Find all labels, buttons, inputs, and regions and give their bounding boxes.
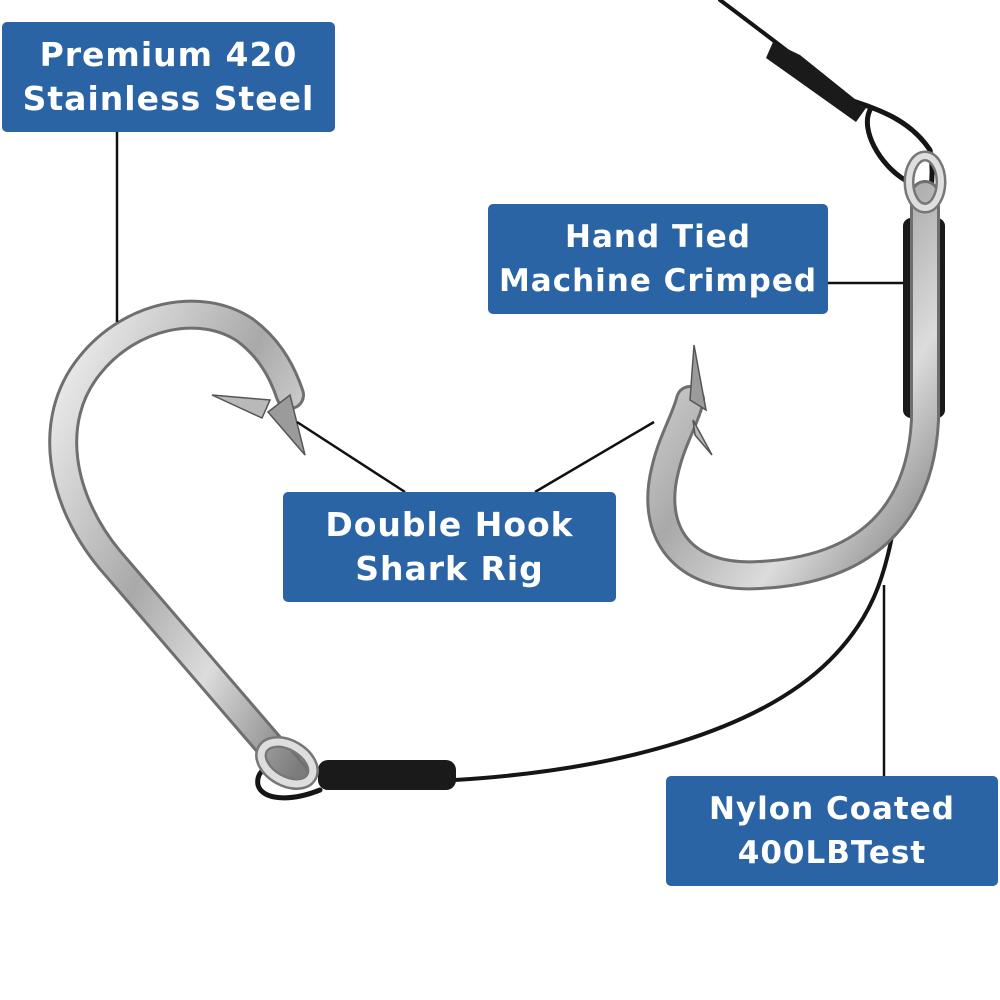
callout-line: 400LBTest [737, 835, 927, 871]
callout-line: Stainless Steel [22, 79, 315, 118]
callout-line: Nylon Coated [709, 791, 955, 827]
leader-line-double-right [534, 420, 655, 494]
callout-nylon-coated-test: Nylon Coated 400LBTest [666, 776, 998, 886]
crimp-sleeve-icon [318, 42, 945, 790]
callout-line: Machine Crimped [498, 263, 818, 299]
callout-premium-stainless-steel: Premium 420 Stainless Steel [2, 22, 335, 132]
callout-line: Double Hook [325, 505, 574, 544]
callout-line: Shark Rig [355, 549, 544, 588]
callout-double-hook-shark-rig: Double Hook Shark Rig [283, 492, 616, 602]
callout-line: Premium 420 [39, 35, 298, 74]
callout-hand-tied-crimped: Hand Tied Machine Crimped [488, 204, 828, 314]
large-hook-icon [48, 299, 319, 790]
leader-lines [115, 132, 903, 776]
nylon-cable-icon [255, 0, 935, 801]
callout-line: Hand Tied [565, 219, 751, 255]
leader-line-double-left [296, 420, 406, 494]
small-hook-icon [646, 150, 947, 591]
